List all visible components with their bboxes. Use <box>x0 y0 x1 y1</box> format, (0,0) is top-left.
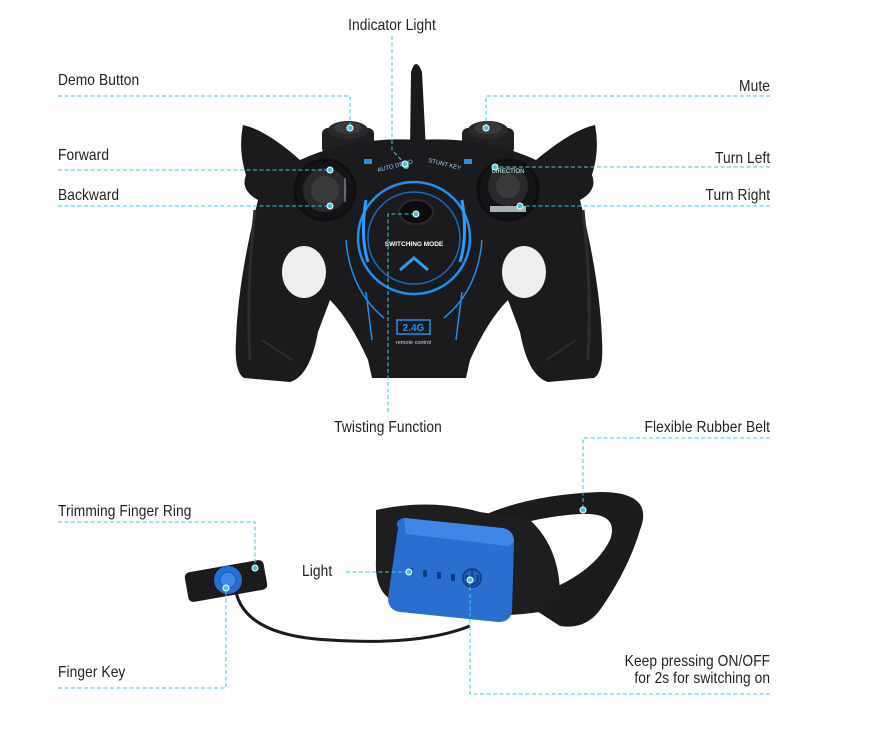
remote-controller: DIRECTION AUTO DEMO STUNT KEY SWITCHING … <box>235 64 603 382</box>
leader-rubber-belt <box>582 437 770 510</box>
label-turn-left: Turn Left <box>714 150 770 167</box>
center-dial: SWITCHING MODE <box>356 180 472 296</box>
left-joystick <box>293 158 357 222</box>
right-bumper-indicator <box>464 159 472 164</box>
finger-key-cable <box>234 591 471 643</box>
label-on-off-note: Keep pressing ON/OFF for 2s for switchin… <box>624 653 770 687</box>
leader-mute <box>485 95 770 128</box>
right-grip-hole <box>502 246 546 298</box>
left-bumper-indicator <box>364 159 372 164</box>
switching-mode-label: SWITCHING MODE <box>385 241 444 248</box>
leader-demo-button <box>58 95 351 128</box>
label-mute: Mute <box>739 78 770 95</box>
module-light-dots <box>409 568 455 581</box>
leader-indicator-light <box>391 36 406 165</box>
leader-on-off <box>469 580 770 695</box>
badge-2-4g <box>396 319 431 335</box>
label-forward: Forward <box>58 147 110 164</box>
antenna <box>410 64 426 150</box>
label-twisting-function: Twisting Function <box>334 419 442 436</box>
badge-2-4g-text: 2.4G <box>403 323 425 334</box>
blue-control-module <box>388 518 514 622</box>
direction-label: DIRECTION <box>492 169 525 175</box>
leader-twisting-function <box>387 213 416 412</box>
leader-anchor-dots <box>222 124 587 592</box>
right-joystick: DIRECTION <box>476 158 540 222</box>
left-grip-hole <box>282 246 326 298</box>
label-trimming-finger-ring: Trimming Finger Ring <box>58 503 192 520</box>
wrist-controller <box>184 492 644 643</box>
leader-finger-key <box>58 588 227 689</box>
label-flexible-rubber-belt: Flexible Rubber Belt <box>644 419 770 436</box>
label-light: Light <box>302 563 333 580</box>
label-demo-button: Demo Button <box>58 72 140 89</box>
label-backward: Backward <box>58 187 120 204</box>
label-turn-right: Turn Right <box>705 187 770 204</box>
leader-lines <box>58 36 770 695</box>
label-finger-key: Finger Key <box>58 664 126 681</box>
leader-finger-ring <box>58 521 256 568</box>
label-indicator-light: Indicator Light <box>348 17 436 34</box>
badge-sub-text: remote control <box>396 340 431 346</box>
